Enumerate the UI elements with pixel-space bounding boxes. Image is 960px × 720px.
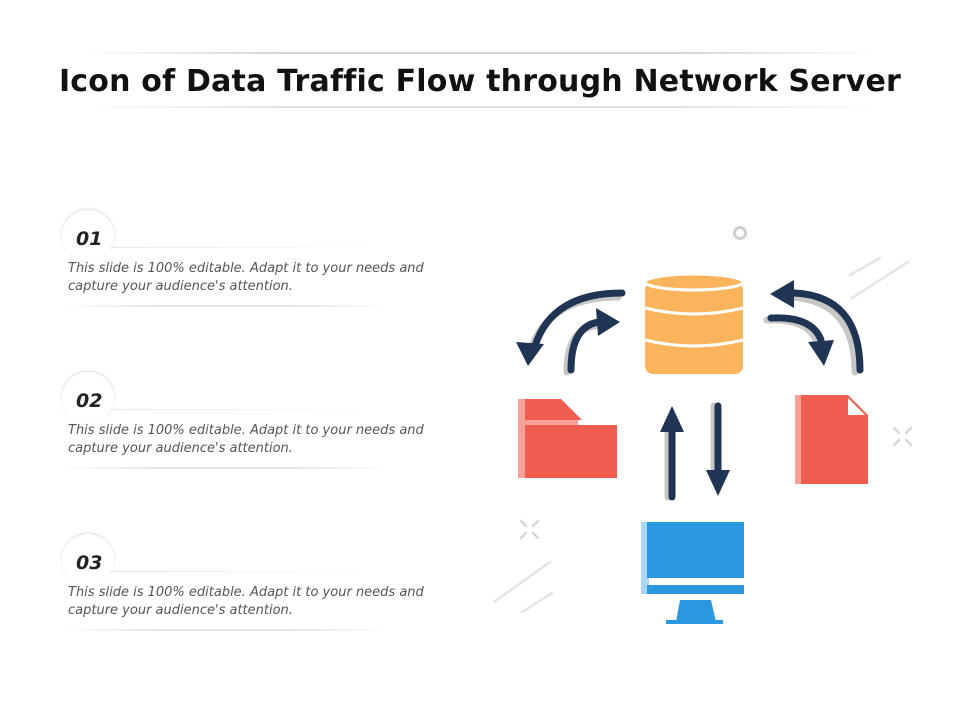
monitor-icon: [641, 522, 744, 624]
item-description: This slide is 100% editable. Adapt it to…: [68, 261, 424, 294]
title-top-rule: [80, 52, 880, 54]
divider: [110, 409, 390, 410]
curved-arrow-icon: [516, 289, 626, 366]
curved-arrow-icon: [770, 280, 864, 376]
page-title: Icon of Data Traffic Flow through Networ…: [58, 64, 902, 99]
divider: [110, 571, 390, 572]
decoration: [492, 226, 913, 614]
item-number: 03: [76, 552, 103, 574]
list-item-1: 01 This slide is 100% editable. Adapt it…: [60, 210, 460, 320]
divider: [60, 305, 390, 307]
number-badge: 03: [62, 534, 114, 586]
curved-arrow-icon: [763, 314, 834, 366]
down-arrow-icon: [706, 402, 730, 496]
up-arrow-icon: [660, 406, 684, 501]
divider: [60, 467, 390, 469]
divider: [60, 629, 390, 631]
item-number: 02: [76, 390, 103, 412]
item-description: This slide is 100% editable. Adapt it to…: [68, 585, 424, 618]
folder-icon: [518, 399, 617, 478]
divider: [110, 247, 390, 248]
document-icon: [795, 395, 868, 484]
item-description: This slide is 100% editable. Adapt it to…: [68, 423, 424, 456]
list-item-3: 03 This slide is 100% editable. Adapt it…: [60, 534, 460, 644]
number-badge: 02: [62, 372, 114, 424]
database-icon: [643, 272, 745, 374]
curved-arrow-icon: [563, 308, 620, 376]
data-traffic-illustration: [492, 226, 913, 624]
number-badge: 01: [62, 210, 114, 262]
title-bottom-rule: [80, 106, 880, 108]
list-item-2: 02 This slide is 100% editable. Adapt it…: [60, 372, 460, 482]
item-number: 01: [76, 228, 103, 250]
